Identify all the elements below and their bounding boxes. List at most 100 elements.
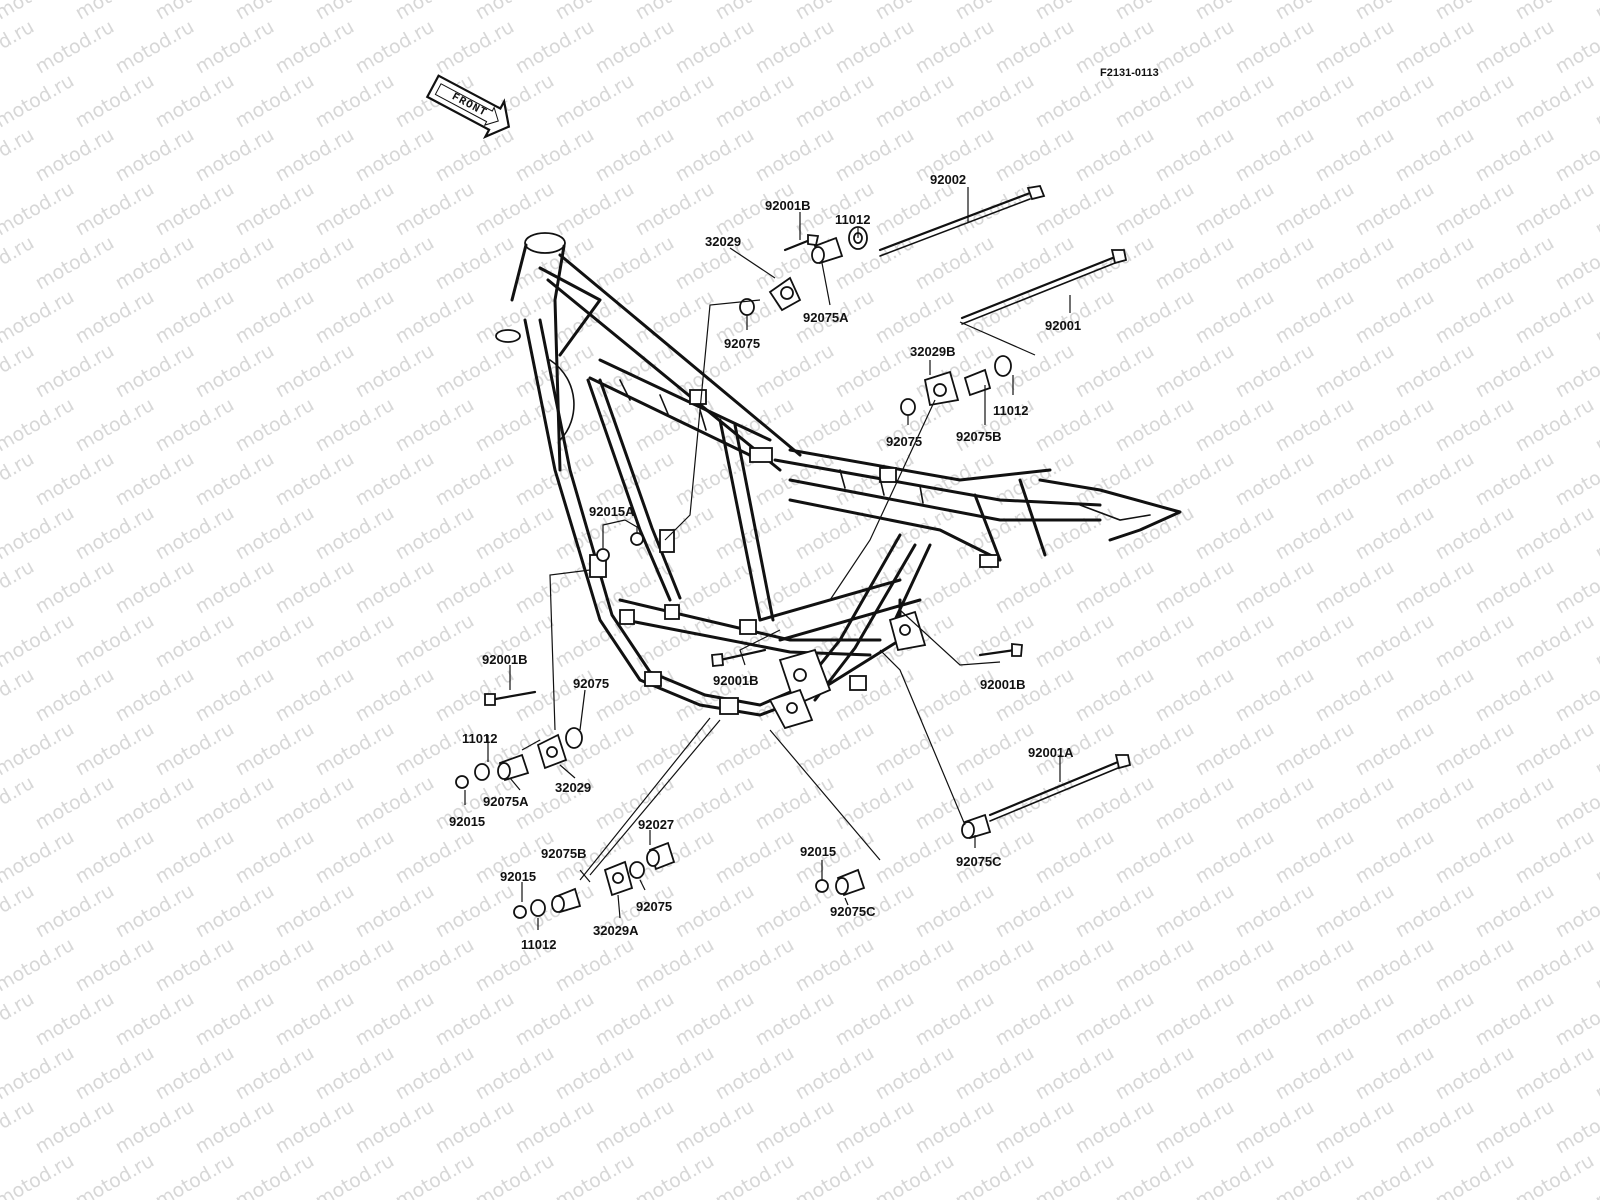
- watermark-text: motod.ru: [392, 0, 478, 24]
- watermark-text: motod.ru: [1592, 394, 1600, 457]
- watermark-text: motod.ru: [1592, 826, 1600, 889]
- watermark-text: motod.ru: [1512, 286, 1598, 349]
- watermark-text: motod.ru: [1272, 394, 1358, 457]
- watermark-text: motod.ru: [1472, 16, 1558, 79]
- watermark-text: motod.ru: [152, 934, 238, 997]
- watermark-text: motod.ru: [0, 988, 38, 1051]
- watermark-text: motod.ru: [912, 232, 998, 295]
- watermark-text: motod.ru: [152, 0, 238, 24]
- watermark-text: motod.ru: [1152, 16, 1238, 79]
- label-92075-top: 92075: [724, 336, 760, 351]
- watermark-text: motod.ru: [992, 556, 1078, 619]
- watermark-text: motod.ru: [1352, 826, 1438, 889]
- watermark-text: motod.ru: [912, 1096, 998, 1159]
- watermark-text: motod.ru: [1432, 178, 1518, 241]
- watermark-text: motod.ru: [1592, 1042, 1600, 1105]
- watermark-text: motod.ru: [1592, 610, 1600, 673]
- watermark-text: motod.ru: [152, 178, 238, 241]
- watermark-text: motod.ru: [1152, 556, 1238, 619]
- watermark-text: motod.ru: [592, 124, 678, 187]
- watermark-text: motod.ru: [1312, 16, 1398, 79]
- watermark-text: motod.ru: [272, 1096, 358, 1159]
- watermark-text: motod.ru: [312, 718, 398, 781]
- watermark-text: motod.ru: [1312, 988, 1398, 1051]
- watermark-text: motod.ru: [712, 70, 798, 133]
- watermark-text: motod.ru: [632, 286, 718, 349]
- watermark-text: motod.ru: [1152, 124, 1238, 187]
- watermark-text: motod.ru: [552, 1042, 638, 1105]
- watermark-text: motod.ru: [1472, 772, 1558, 835]
- watermark-text: motod.ru: [352, 232, 438, 295]
- watermark-text: motod.ru: [352, 340, 438, 403]
- watermark-text: motod.ru: [232, 934, 318, 997]
- label-92015-left: 92015: [449, 814, 485, 829]
- watermark-text: motod.ru: [752, 988, 838, 1051]
- watermark-text: motod.ru: [192, 880, 278, 943]
- label-92027: 92027: [638, 817, 674, 832]
- watermark-text: motod.ru: [1152, 772, 1238, 835]
- watermark-text: motod.ru: [472, 178, 558, 241]
- watermark-text: motod.ru: [152, 1150, 238, 1200]
- watermark-text: motod.ru: [232, 502, 318, 565]
- watermark-text: motod.ru: [1072, 340, 1158, 403]
- watermark-text: motod.ru: [1392, 880, 1478, 943]
- watermark-text: motod.ru: [1592, 286, 1600, 349]
- watermark-text: motod.ru: [0, 772, 38, 835]
- watermark-text: motod.ru: [1512, 70, 1598, 133]
- watermark-text: motod.ru: [232, 610, 318, 673]
- watermark-text: motod.ru: [1512, 934, 1598, 997]
- watermark-text: motod.ru: [1112, 718, 1198, 781]
- watermark-text: motod.ru: [792, 0, 878, 24]
- watermark-text: motod.ru: [352, 772, 438, 835]
- watermark-text: motod.ru: [192, 124, 278, 187]
- watermark-text: motod.ru: [32, 232, 118, 295]
- watermark-text: motod.ru: [472, 1150, 558, 1200]
- watermark-text: motod.ru: [112, 1096, 198, 1159]
- watermark-text: motod.ru: [312, 610, 398, 673]
- watermark-text: motod.ru: [0, 394, 78, 457]
- watermark-text: motod.ru: [272, 772, 358, 835]
- watermark-text: motod.ru: [1512, 0, 1598, 24]
- watermark-text: motod.ru: [32, 556, 118, 619]
- watermark-text: motod.ru: [432, 1096, 518, 1159]
- watermark-text: motod.ru: [392, 286, 478, 349]
- watermark-text: motod.ru: [72, 826, 158, 889]
- front-arrow-icon: [425, 74, 511, 140]
- watermark-text: motod.ru: [72, 718, 158, 781]
- watermark-text: motod.ru: [1112, 826, 1198, 889]
- watermark-text: motod.ru: [1352, 502, 1438, 565]
- label-92075C-bottom: 92075C: [830, 904, 876, 919]
- watermark-text: motod.ru: [792, 70, 878, 133]
- mount-cluster-bottom: [513, 841, 676, 919]
- watermark-text: motod.ru: [392, 610, 478, 673]
- watermark-text: motod.ru: [992, 124, 1078, 187]
- watermark-text: motod.ru: [1232, 556, 1318, 619]
- watermark-text: motod.ru: [1032, 934, 1118, 997]
- watermark-text: motod.ru: [0, 178, 78, 241]
- watermark-text: motod.ru: [1272, 718, 1358, 781]
- watermark-text: motod.ru: [632, 1150, 718, 1200]
- watermark-text: motod.ru: [1312, 124, 1398, 187]
- watermark-text: motod.ru: [1432, 826, 1518, 889]
- watermark-text: motod.ru: [912, 16, 998, 79]
- watermark-text: motod.ru: [712, 1150, 798, 1200]
- watermark-text: motod.ru: [672, 556, 758, 619]
- watermark-text: motod.ru: [0, 934, 78, 997]
- watermark-text: motod.ru: [192, 232, 278, 295]
- diagram-code: F2131-0113: [1100, 67, 1159, 79]
- collar-92075C-right: [961, 813, 992, 840]
- watermark-text: motod.ru: [352, 880, 438, 943]
- watermark-text: motod.ru: [272, 124, 358, 187]
- watermark-text: motod.ru: [792, 1150, 878, 1200]
- watermark-text: motod.ru: [512, 1096, 598, 1159]
- watermark-text: motod.ru: [1392, 988, 1478, 1051]
- label-92075A-top: 92075A: [803, 310, 849, 325]
- watermark-text: motod.ru: [32, 772, 118, 835]
- watermark-text: motod.ru: [952, 1042, 1038, 1105]
- watermark-text: motod.ru: [0, 286, 78, 349]
- watermark-text: motod.ru: [192, 16, 278, 79]
- watermark-text: motod.ru: [72, 178, 158, 241]
- watermark-text: motod.ru: [232, 394, 318, 457]
- watermark-text: motod.ru: [432, 16, 518, 79]
- watermark-text: motod.ru: [1192, 826, 1278, 889]
